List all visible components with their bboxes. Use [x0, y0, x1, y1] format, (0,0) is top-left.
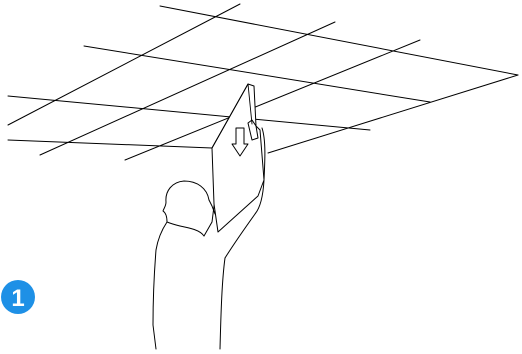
step-number: 1 — [11, 285, 24, 312]
grid-line-front — [8, 140, 212, 148]
person-torso-front — [220, 258, 225, 349]
grid-line-back — [160, 6, 518, 75]
ceiling-grid — [8, 4, 518, 160]
person-jaw — [167, 222, 180, 226]
grid-line-diag-right — [125, 40, 420, 160]
grid-line-mid-front — [8, 96, 370, 130]
grid-line-mid-back — [84, 46, 430, 102]
step-badge: 1 — [1, 280, 35, 314]
person-head-back — [153, 181, 209, 349]
person-shoulder — [180, 226, 204, 236]
